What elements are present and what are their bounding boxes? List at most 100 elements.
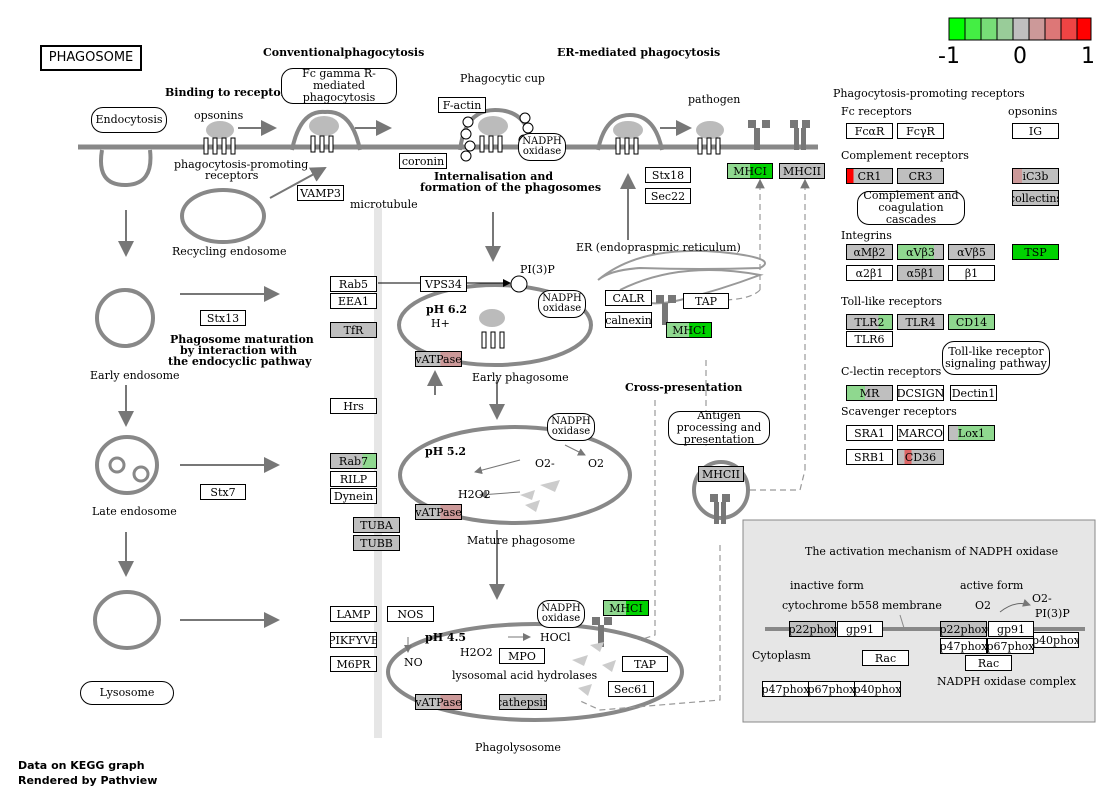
nadph-oxidase-1[interactable]: NADPH oxidase	[518, 133, 566, 161]
gene-mr[interactable]: MR	[846, 385, 893, 401]
gene-p47phox-a[interactable]: p47phox	[762, 681, 809, 697]
gene-avb3[interactable]: αVβ3	[897, 244, 944, 260]
pathway-link-fc-gamma[interactable]: Fc gamma R-mediated phagocytosis	[281, 68, 397, 104]
gene-p40phox-a[interactable]: p40phox	[854, 681, 901, 697]
gene-m6pr[interactable]: M6PR	[330, 656, 377, 672]
gene-vamp3[interactable]: VAMP3	[297, 185, 344, 201]
legend-mid: 0	[1013, 44, 1027, 69]
gene-cr3[interactable]: CR3	[897, 168, 944, 184]
gene-mhci-er[interactable]: MHCI	[666, 322, 712, 338]
gene-sra1[interactable]: SRA1	[846, 425, 893, 441]
label-o2: O2	[588, 457, 605, 470]
label-phagolysosome: Phagolysosome	[475, 741, 561, 754]
gene-vatpase-2[interactable]: vATPase	[415, 504, 462, 520]
gene-p67phox-a[interactable]: p67phox	[808, 681, 855, 697]
gene-calnexin[interactable]: calnexin	[605, 312, 652, 328]
gene-rab7[interactable]: Rab7	[330, 453, 377, 469]
gene-fcar[interactable]: FcαR	[846, 123, 893, 139]
gene-calr[interactable]: CALR	[605, 290, 652, 306]
nadph-oxidase-4[interactable]: NADPH oxidase	[537, 600, 585, 628]
np-cytb558: cytochrome b558	[782, 599, 880, 612]
gene-cd36[interactable]: CD36	[897, 449, 944, 465]
gene-rab5[interactable]: Rab5	[330, 276, 377, 292]
gene-marco[interactable]: MARCO	[897, 425, 944, 441]
gene-rac-a[interactable]: Rac	[862, 650, 909, 666]
gene-p67phox-b[interactable]: p67phox	[987, 638, 1034, 654]
gene-dynein[interactable]: Dynein	[330, 488, 377, 504]
gene-gp91-b[interactable]: gp91	[988, 621, 1034, 637]
gene-tsp[interactable]: TSP	[1012, 244, 1059, 260]
gene-mhci-top[interactable]: MHCI	[727, 163, 773, 179]
gene-tfr[interactable]: TfR	[330, 322, 377, 338]
gene-collectins[interactable]: collectins	[1012, 190, 1059, 206]
gene-tubb[interactable]: TUBB	[353, 535, 400, 551]
gene-ic3b[interactable]: iC3b	[1012, 168, 1059, 184]
gene-lamp[interactable]: LAMP	[330, 606, 377, 622]
gene-hrs[interactable]: Hrs	[330, 398, 377, 414]
gene-stx13[interactable]: Stx13	[200, 310, 246, 326]
gene-sec61[interactable]: Sec61	[608, 681, 654, 697]
heading-maturation-2: by interaction with	[180, 344, 297, 357]
gene-dectin1[interactable]: Dectin1	[950, 385, 997, 401]
gene-pikfyve[interactable]: PIKFYVE	[330, 632, 377, 648]
pathway-link-antigen-processing[interactable]: Antigen processing and presentation	[668, 410, 770, 446]
gene-p47phox-b[interactable]: p47phox	[940, 638, 987, 654]
np-o2-minus: O2-	[1032, 592, 1052, 605]
gene-ig[interactable]: IG	[1012, 123, 1059, 139]
gene-sec22[interactable]: Sec22	[645, 188, 691, 204]
gene-rilp[interactable]: RILP	[330, 471, 377, 487]
gene-tlr2[interactable]: TLR2	[846, 314, 893, 330]
gene-tap-2[interactable]: TAP	[622, 656, 668, 672]
gene-mhcii-mid[interactable]: MHCII	[698, 466, 744, 482]
gene-cr1[interactable]: CR1	[846, 168, 893, 184]
gene-vatpase-1[interactable]: vATPase	[415, 351, 462, 367]
gene-dcsign[interactable]: DCSIGN	[897, 385, 944, 401]
gene-lox1[interactable]: Lox1	[948, 425, 995, 441]
gene-factin[interactable]: F-actin	[438, 97, 486, 113]
np-cytoplasm: Cytoplasm	[752, 649, 811, 662]
heading-internalisation-2: formation of the phagosomes	[420, 181, 602, 194]
gene-gp91-a[interactable]: gp91	[837, 621, 883, 637]
gene-tuba[interactable]: TUBA	[353, 517, 400, 533]
gene-mpo[interactable]: MPO	[499, 648, 545, 664]
gene-stx7[interactable]: Stx7	[200, 484, 246, 500]
np-complex: NADPH oxidase complex	[937, 675, 1076, 688]
gene-rac-b[interactable]: Rac	[965, 655, 1012, 671]
gene-cd14[interactable]: CD14	[948, 314, 995, 330]
gene-srb1[interactable]: SRB1	[846, 449, 893, 465]
gene-fcgr[interactable]: FcγR	[897, 123, 944, 139]
label-early-phagosome: Early phagosome	[472, 371, 569, 384]
label-h2o2: H2O2	[458, 488, 491, 501]
nadph-oxidase-2[interactable]: NADPH oxidase	[538, 290, 586, 318]
np-inactive: inactive form	[790, 579, 864, 592]
gene-avb5[interactable]: αVβ5	[948, 244, 995, 260]
gene-stx18[interactable]: Stx18	[645, 167, 691, 183]
gene-vatpase-3[interactable]: vATPase	[415, 694, 462, 710]
gene-mhcii-top[interactable]: MHCII	[779, 163, 825, 179]
gene-mhci-bottom[interactable]: MHCI	[603, 600, 649, 616]
gene-eea1[interactable]: EEA1	[330, 293, 377, 309]
heading-conventional: Conventionalphagocytosis	[263, 46, 425, 59]
pathway-link-tlr-signaling[interactable]: Toll-like receptor signaling pathway	[942, 341, 1050, 375]
heading-internalisation: Internalisation and	[434, 170, 554, 183]
gene-b1[interactable]: β1	[948, 265, 995, 281]
gene-amb2[interactable]: αMβ2	[846, 244, 893, 260]
gene-tlr6[interactable]: TLR6	[846, 331, 893, 347]
gene-tlr4[interactable]: TLR4	[897, 314, 944, 330]
pathway-link-endocytosis[interactable]: Endocytosis	[91, 107, 167, 133]
gene-p22phox-b[interactable]: p22phox	[940, 621, 987, 637]
gene-a5b1[interactable]: α5β1	[897, 265, 944, 281]
gene-tap-1[interactable]: TAP	[683, 293, 729, 309]
nadph-oxidase-3[interactable]: NADPH oxidase	[547, 413, 595, 441]
gene-p40phox-b[interactable]: p40phox	[1033, 632, 1079, 648]
pathway-link-complement-cascades[interactable]: Complement and coagulation cascades	[857, 190, 965, 226]
np-o2: O2	[975, 599, 992, 612]
gene-coronin[interactable]: coronin	[399, 153, 447, 169]
gene-a2b1[interactable]: α2β1	[846, 265, 893, 281]
gene-nos[interactable]: NOS	[387, 606, 434, 622]
gene-p22phox-a[interactable]: p22phox	[789, 621, 836, 637]
gene-cathepsin[interactable]: cathepsin	[499, 694, 547, 710]
label-early-endosome: Early endosome	[90, 369, 180, 382]
pathway-link-lysosome[interactable]: Lysosome	[80, 681, 174, 705]
gene-vps34[interactable]: VPS34	[420, 276, 467, 292]
